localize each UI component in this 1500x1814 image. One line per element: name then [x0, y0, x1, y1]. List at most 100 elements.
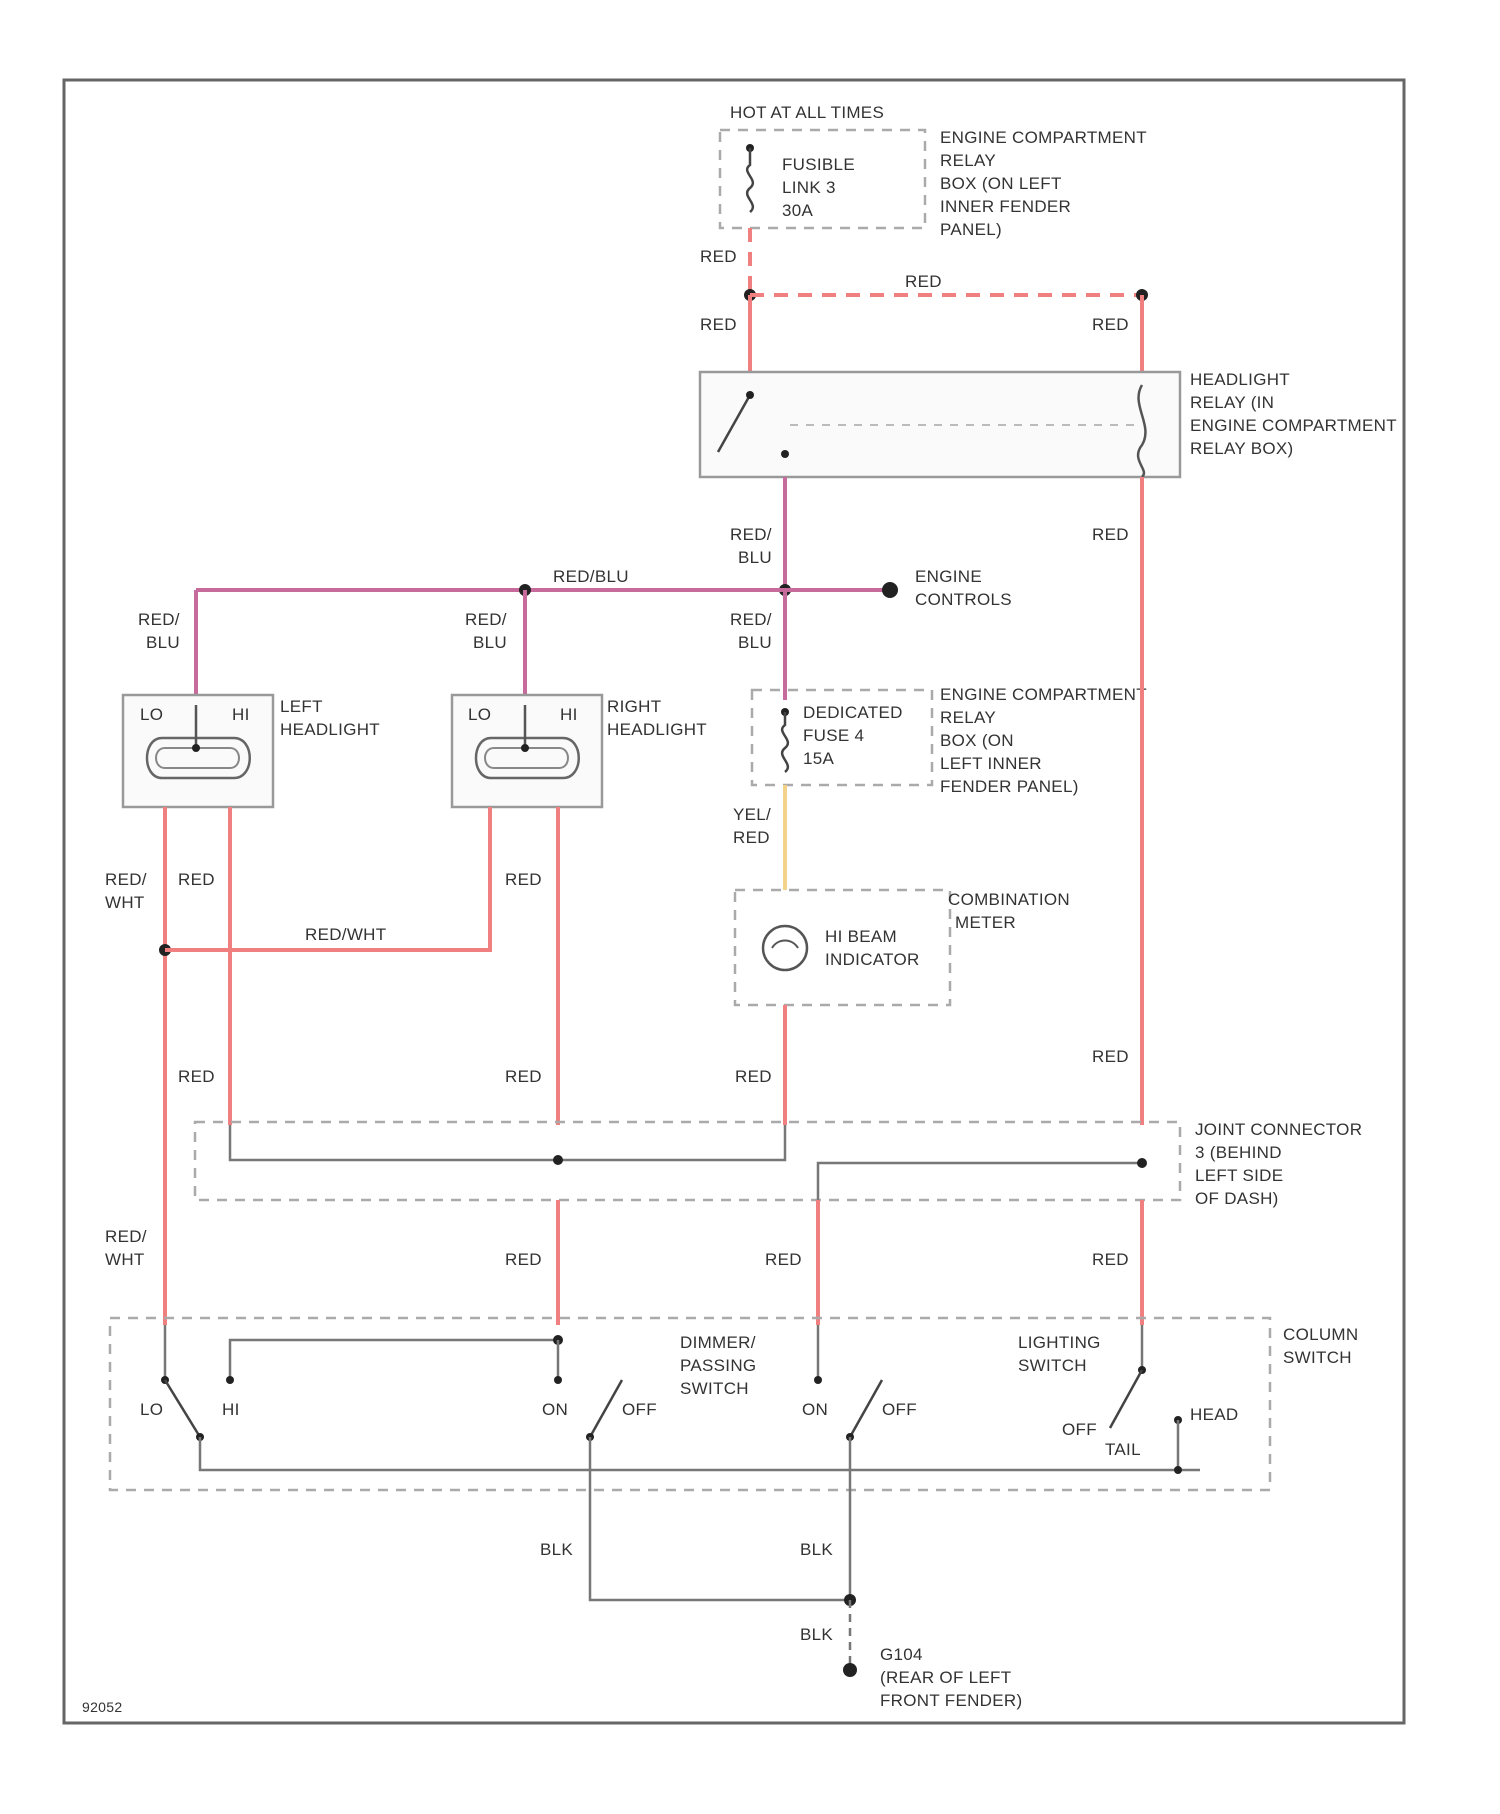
head-tail-splice: [1174, 1466, 1182, 1474]
svg-text:15A: 15A: [803, 749, 835, 768]
wire-label-red-1: RED: [700, 247, 737, 266]
svg-text:ENGINE COMPARTMENT: ENGINE COMPARTMENT: [1190, 416, 1397, 435]
wire-label-redwht-2: RED/ WHT: [105, 1227, 147, 1269]
svg-text:HEADLIGHT: HEADLIGHT: [280, 720, 380, 739]
engine-controls-label: ENGINE CONTROLS: [915, 567, 1012, 609]
svg-text:LEFT INNER: LEFT INNER: [940, 754, 1042, 773]
svg-text:FRONT FENDER): FRONT FENDER): [880, 1691, 1022, 1710]
svg-text:WHT: WHT: [105, 1250, 145, 1269]
lighting-on-label: ON: [802, 1400, 828, 1419]
head-head-label: HEAD: [1190, 1405, 1238, 1424]
hot-at-all-times-label: HOT AT ALL TIMES: [730, 103, 884, 122]
wire-label-red-right-hi-2: RED: [505, 1067, 542, 1086]
eng-comp-relay-box-label-1: ENGINE COMPARTMENT RELAY BOX (ON LEFT IN…: [940, 128, 1147, 239]
left-headlight-center: [192, 744, 200, 752]
wire-label-redblu-3: RED/ BLU: [465, 610, 507, 652]
right-headlight-center: [521, 744, 529, 752]
svg-text:RELAY (IN: RELAY (IN: [1190, 393, 1274, 412]
svg-text:COLUMN: COLUMN: [1283, 1325, 1358, 1344]
head-tail-label: TAIL: [1105, 1440, 1141, 1459]
bulb-filament: [772, 941, 798, 949]
svg-text:RED/: RED/: [105, 870, 147, 889]
left-headlight-label: LEFT HEADLIGHT: [280, 697, 380, 739]
wire-label-red-left-hi: RED: [178, 870, 215, 889]
svg-text:ENGINE COMPARTMENT: ENGINE COMPARTMENT: [940, 128, 1147, 147]
dimmer-lo-label: LO: [140, 1400, 163, 1419]
svg-text:LEFT: LEFT: [280, 697, 323, 716]
wire-label-red-3: RED: [1092, 315, 1129, 334]
svg-text:HEADLIGHT: HEADLIGHT: [607, 720, 707, 739]
passing-on-terminal: [554, 1376, 562, 1384]
wire-label-red-meter: RED: [735, 1067, 772, 1086]
svg-text:RED/: RED/: [105, 1227, 147, 1246]
fusible-link-label: FUSIBLE LINK 3 30A: [782, 155, 855, 220]
hi-beam-indicator-bulb: [763, 926, 807, 970]
wire-label-red-right-1: RED: [1092, 525, 1129, 544]
svg-text:DIMMER/: DIMMER/: [680, 1333, 756, 1352]
svg-text:BLU: BLU: [738, 548, 772, 567]
dimmer-lo-hi-contact: [165, 1380, 200, 1437]
dimmer-hi-return: [230, 1340, 558, 1380]
svg-text:RELAY BOX): RELAY BOX): [1190, 439, 1293, 458]
svg-text:SWITCH: SWITCH: [680, 1379, 749, 1398]
svg-text:LEFT SIDE: LEFT SIDE: [1195, 1166, 1283, 1185]
combination-meter-label: COMBINATION METER: [948, 890, 1070, 932]
left-headlight-lo: LO: [140, 705, 163, 724]
svg-text:CONTROLS: CONTROLS: [915, 590, 1012, 609]
wire-label-red-j1: RED: [505, 1250, 542, 1269]
svg-text:PASSING: PASSING: [680, 1356, 756, 1375]
joint-bus-right: [818, 1163, 1142, 1200]
hi-beam-indicator-label: HI BEAM INDICATOR: [825, 927, 920, 969]
svg-text:RED/: RED/: [138, 610, 180, 629]
svg-text:(REAR OF LEFT: (REAR OF LEFT: [880, 1668, 1011, 1687]
relay-contact-fixed: [781, 450, 789, 458]
ground-label: G104 (REAR OF LEFT FRONT FENDER): [880, 1645, 1022, 1710]
svg-text:JOINT CONNECTOR: JOINT CONNECTOR: [1195, 1120, 1362, 1139]
wire-label-redblu-1: RED/ BLU: [730, 525, 772, 567]
engine-controls-arrow: [882, 582, 898, 598]
wire-label-yelred: YEL/ RED: [733, 805, 771, 847]
joint-bus-left: [230, 1125, 785, 1160]
head-off-label: OFF: [1062, 1420, 1097, 1439]
svg-text:WHT: WHT: [105, 893, 145, 912]
passing-on-label: ON: [542, 1400, 568, 1419]
svg-text:ENGINE COMPARTMENT: ENGINE COMPARTMENT: [940, 685, 1147, 704]
svg-text:RED/: RED/: [465, 610, 507, 629]
lighting-switch-blade: [850, 1380, 882, 1437]
wire-label-red-right-hi: RED: [505, 870, 542, 889]
svg-text:HI BEAM: HI BEAM: [825, 927, 897, 946]
wire-label-red-j2: RED: [765, 1250, 802, 1269]
wire-label-redwht-inline: RED/WHT: [305, 925, 386, 944]
wire-label-redblu-2: RED/ BLU: [138, 610, 180, 652]
combination-meter-box: [735, 890, 950, 1005]
svg-text:DEDICATED: DEDICATED: [803, 703, 903, 722]
svg-text:ENGINE: ENGINE: [915, 567, 982, 586]
dedicated-fuse-label: DEDICATED FUSE 4 15A: [803, 703, 903, 768]
wire-label-red-2: RED: [700, 315, 737, 334]
svg-text:RED/: RED/: [730, 525, 772, 544]
dimmer-passing-switch-label: DIMMER/ PASSING SWITCH: [680, 1333, 756, 1398]
wire-label-red-right-2: RED: [1092, 1047, 1129, 1066]
svg-text:INDICATOR: INDICATOR: [825, 950, 920, 969]
svg-text:RED: RED: [733, 828, 770, 847]
svg-text:RED/: RED/: [730, 610, 772, 629]
left-headlight-hi: HI: [232, 705, 250, 724]
lighting-switch-label: LIGHTING SWITCH: [1018, 1333, 1101, 1375]
svg-text:PANEL): PANEL): [940, 220, 1002, 239]
svg-text:30A: 30A: [782, 201, 814, 220]
lighting-on-terminal: [814, 1376, 822, 1384]
wire-label-red-top: RED: [905, 272, 942, 291]
column-switch-common-bus: [200, 1437, 1178, 1470]
svg-text:COMBINATION: COMBINATION: [948, 890, 1070, 909]
svg-text:RELAY: RELAY: [940, 708, 996, 727]
head-switch-blade: [1110, 1370, 1142, 1428]
svg-text:FUSE 4: FUSE 4: [803, 726, 864, 745]
svg-text:HEADLIGHT: HEADLIGHT: [1190, 370, 1290, 389]
svg-text:BOX (ON: BOX (ON: [940, 731, 1014, 750]
wire-label-blk-2: BLK: [800, 1540, 833, 1559]
svg-text:SWITCH: SWITCH: [1018, 1356, 1087, 1375]
svg-text:BLU: BLU: [146, 633, 180, 652]
svg-text:INNER FENDER: INNER FENDER: [940, 197, 1071, 216]
wire-label-red-left-hi-2: RED: [178, 1067, 215, 1086]
